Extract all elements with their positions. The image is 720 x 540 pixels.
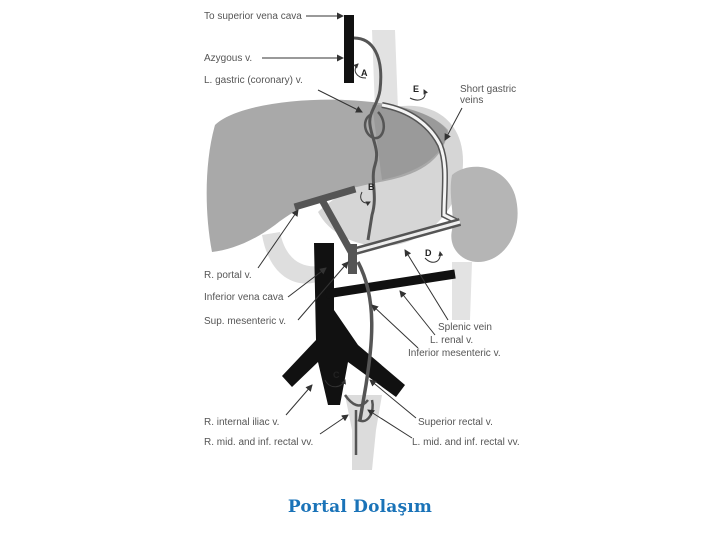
spleen-shape	[450, 166, 518, 262]
label-r-portal: R. portal v.	[204, 270, 252, 281]
label-inferior-mesenteric: Inferior mesenteric v.	[408, 348, 501, 359]
label-sup-mesenteric: Sup. mesenteric v.	[204, 316, 286, 327]
label-short-gastric-line1: Short gastric	[460, 84, 516, 95]
label-superior-rectal: Superior rectal v.	[418, 417, 493, 428]
colon-shape	[452, 262, 472, 320]
leader-r-internal-iliac	[285, 384, 313, 416]
inferior-mesenteric-vein	[356, 261, 374, 421]
inferior-vena-cava	[282, 243, 405, 405]
leader-inferior-mesenteric	[371, 304, 419, 349]
leader-l-renal	[399, 290, 436, 336]
marker-b: B	[368, 182, 375, 192]
label-l-rectal: L. mid. and inf. rectal vv.	[412, 437, 520, 448]
label-superior-vena-cava: To superior vena cava	[204, 11, 302, 22]
liver-lobe-shape	[372, 105, 448, 180]
marker-d-arrow	[424, 251, 444, 263]
portal-vein	[293, 185, 357, 255]
left-renal-vein	[325, 269, 456, 299]
label-r-internal-iliac: R. internal iliac v.	[204, 417, 279, 428]
left-gastric-vein	[353, 36, 383, 241]
marker-c-arrow	[324, 379, 346, 388]
label-azygous: Azygous v.	[204, 53, 252, 64]
leader-superior-rectal	[369, 379, 417, 419]
leader-r-portal	[257, 209, 299, 269]
leader-inferior-vena-cava	[287, 267, 327, 298]
marker-b-arrow	[360, 191, 371, 207]
portal-junction	[348, 244, 357, 274]
duodenum-shape	[262, 232, 325, 284]
leader-left-gastric	[317, 89, 363, 113]
leader-l-rectal	[367, 409, 413, 439]
diagram-caption: Portal Dolaşım	[287, 497, 433, 517]
marker-e: E	[413, 84, 419, 94]
label-splenic: Splenic vein	[438, 322, 492, 333]
leader-short-gastric	[444, 107, 463, 141]
leader-r-rectal	[319, 414, 349, 435]
marker-d: D	[425, 248, 432, 258]
label-l-renal: L. renal v.	[430, 335, 473, 346]
label-left-gastric: L. gastric (coronary) v.	[204, 75, 303, 86]
superior-rectal-vein	[343, 394, 374, 423]
azygous-vein	[344, 15, 354, 83]
marker-e-arrow	[409, 89, 429, 101]
label-inferior-vena-cava: Inferior vena cava	[204, 292, 284, 303]
marker-a-arrow	[353, 63, 367, 79]
esophageal-varix	[363, 111, 386, 140]
marker-c: C	[333, 370, 340, 380]
label-r-rectal: R. mid. and inf. rectal vv.	[204, 437, 313, 448]
leader-splenic	[404, 249, 449, 321]
leader-sup-mesenteric	[297, 261, 349, 321]
label-short-gastric-line2: veins	[460, 95, 483, 106]
marker-a: A	[361, 68, 368, 78]
